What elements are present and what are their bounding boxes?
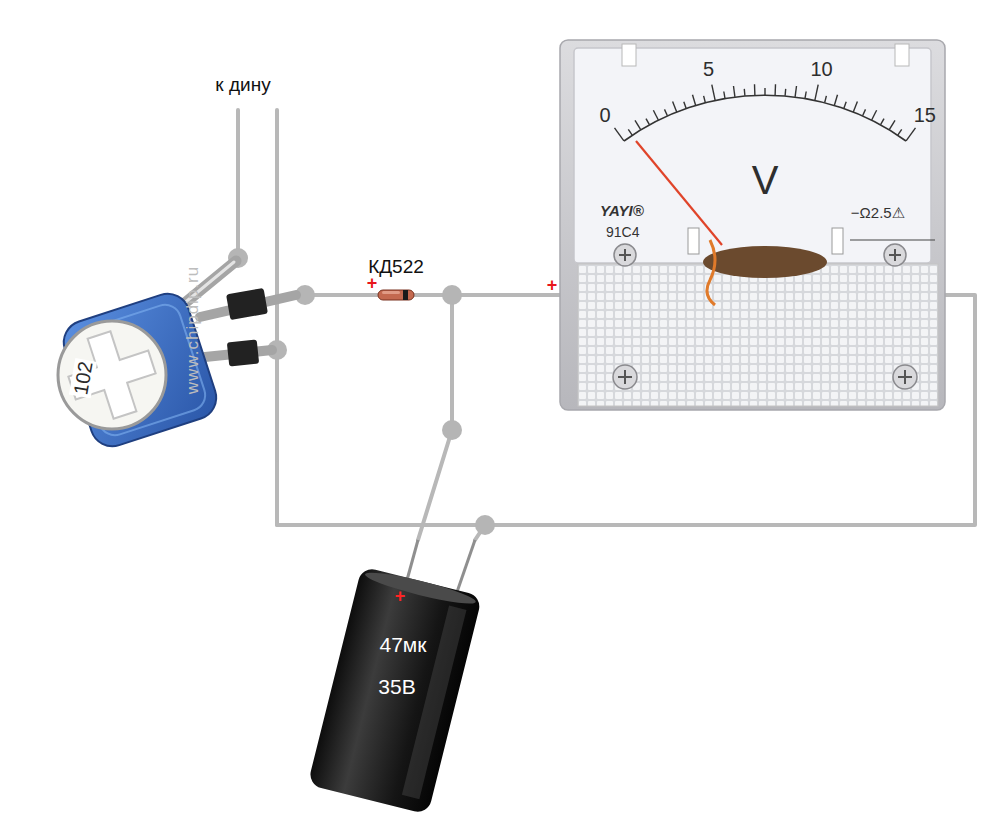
voltage-rating: 35В <box>378 676 415 697</box>
scale-tick <box>653 110 658 120</box>
drawing-rect <box>574 48 931 263</box>
drawing-rect <box>227 339 259 366</box>
drawing-path <box>624 95 906 141</box>
drawing-line <box>624 249 626 261</box>
drawing-path <box>707 240 715 305</box>
drawing-ellipse <box>363 568 477 609</box>
capacitance-value: 47мк <box>380 634 427 655</box>
voltmeter: 0 5 10 15V YAYI® 91C4 −Ω2.5⚠ <box>560 40 945 410</box>
scale-tick <box>881 119 884 125</box>
scale-tick <box>863 109 866 115</box>
scale-tick <box>734 86 735 97</box>
scale-number: 10 <box>810 59 832 79</box>
scale-tick <box>815 85 818 101</box>
drawing-line <box>624 370 626 384</box>
scale-number: 0 <box>600 105 611 125</box>
scale-tick <box>795 86 796 97</box>
drawing-circle <box>884 244 906 266</box>
unit-symbol: V <box>752 160 779 200</box>
watermark: www.chipdip.ru <box>184 266 201 394</box>
drawing-g <box>618 249 912 384</box>
drawing-rect <box>226 288 268 320</box>
scale-tick <box>805 92 806 99</box>
drawing-circle <box>475 515 495 535</box>
drawing-line <box>904 370 906 384</box>
scale-number: 5 <box>703 59 714 79</box>
scale-tick <box>704 96 706 103</box>
scale-tick <box>853 102 857 112</box>
drawing-g <box>615 84 916 141</box>
wire <box>418 295 560 540</box>
scale-tick <box>684 102 686 109</box>
scale-tick <box>784 89 786 96</box>
drawing-rect <box>895 44 909 66</box>
drawing-rect <box>578 264 938 406</box>
electrolytic-capacitor: +47мк 35В <box>285 540 515 815</box>
drawing-g <box>613 244 917 389</box>
drawing-rect <box>622 44 636 66</box>
part-number: КД522 <box>368 257 424 276</box>
drawing-circle <box>58 321 166 429</box>
scale-tick <box>628 129 632 135</box>
drawing-circle <box>442 420 462 440</box>
accuracy-class: −Ω2.5⚠ <box>851 205 905 220</box>
drawing-ellipse <box>703 246 827 278</box>
drawing-circle <box>893 365 917 389</box>
scale-tick <box>764 88 765 95</box>
scale-tick <box>872 110 877 120</box>
drawing-line <box>457 540 475 592</box>
scale-tick <box>712 85 715 101</box>
scale-tick <box>889 120 895 129</box>
scale-tick <box>774 84 776 95</box>
trimmer-drawing <box>40 245 305 460</box>
scale-tick <box>834 95 837 106</box>
scale-tick <box>724 92 725 99</box>
wire-label: к дину <box>215 75 270 94</box>
drawing-rect <box>688 228 699 254</box>
drawing-rect <box>308 566 483 814</box>
scale-tick <box>693 95 696 106</box>
scale-number: 15 <box>914 105 936 125</box>
scale-tick <box>754 84 756 95</box>
drawing-circle <box>613 365 637 389</box>
drawing-rect <box>560 40 945 410</box>
scale-tick <box>744 89 746 96</box>
scale-tick <box>906 128 915 141</box>
scale-tick <box>673 102 677 112</box>
scale-tick <box>898 129 902 135</box>
drawing-line <box>850 239 935 240</box>
wire <box>277 460 485 540</box>
drawing-line <box>636 141 722 245</box>
scale-tick <box>646 119 649 125</box>
drawing-g <box>308 566 483 814</box>
drawing-rect <box>403 290 408 300</box>
drawing-circle <box>442 285 462 305</box>
polarity-mark: + <box>367 274 378 292</box>
drawing-rect <box>832 228 843 254</box>
drawing-line <box>236 110 240 258</box>
scale-tick <box>665 109 668 115</box>
drawing-circle <box>614 244 636 266</box>
scale-tick <box>635 120 641 129</box>
drawing-line <box>275 110 279 460</box>
polarity-mark: + <box>395 587 406 605</box>
junction-dots <box>228 248 495 535</box>
scale-tick <box>615 128 624 141</box>
drawing-path <box>59 322 165 428</box>
brand-mark: YAYI® <box>600 203 644 218</box>
polarity-mark: + <box>547 276 558 294</box>
lead-wires <box>238 110 277 460</box>
diode-symbol <box>378 290 414 300</box>
scale-tick <box>825 96 827 103</box>
drawing-line <box>407 540 418 580</box>
trimmer-resistor: 102 <box>40 245 305 460</box>
drawing-rect <box>382 291 400 294</box>
drawing-line <box>894 249 896 261</box>
drawing-rect <box>378 290 414 300</box>
model-number: 91C4 <box>606 225 639 239</box>
scale-tick <box>844 102 846 109</box>
